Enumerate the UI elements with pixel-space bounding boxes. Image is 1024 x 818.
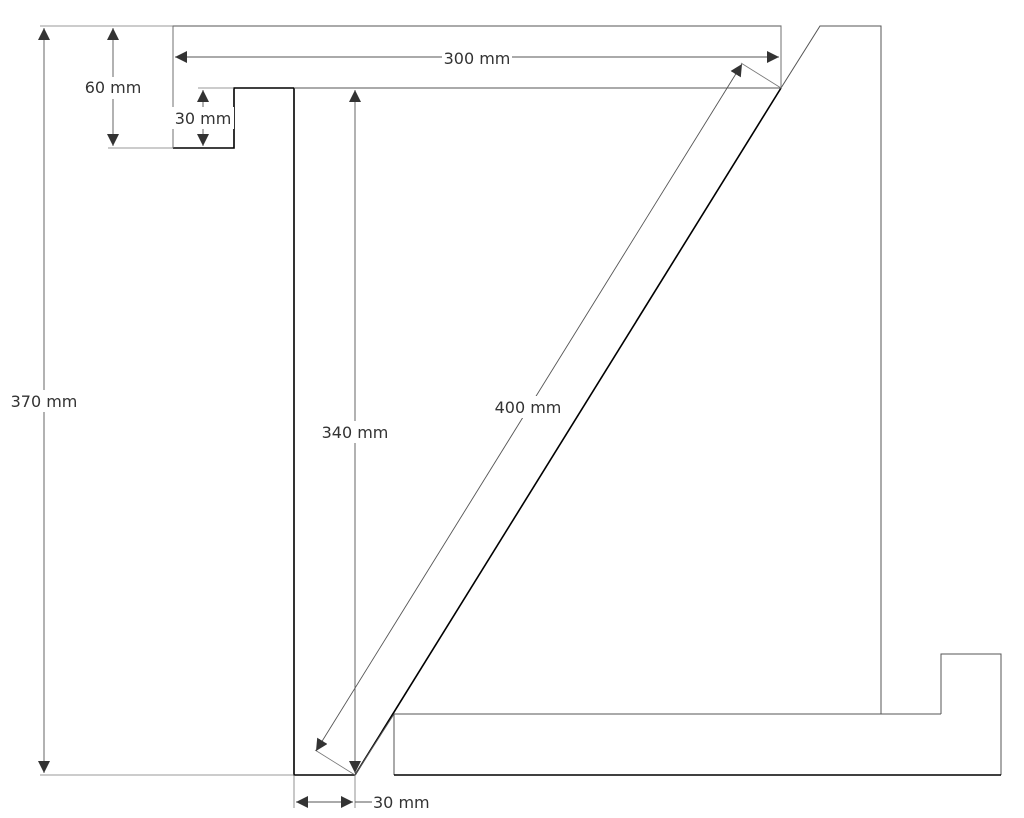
profile-outline — [173, 87, 782, 776]
label-vertical-height: 340 mm — [322, 423, 389, 442]
diagonal-strip-lower — [354, 713, 395, 776]
dimension-lines — [38, 28, 779, 808]
label-diagonal: 400 mm — [495, 398, 562, 417]
extension-lines — [40, 25, 782, 808]
ext-diag-bottom — [314, 749, 356, 776]
dimension-labels: 370 mm 60 mm 30 mm 300 mm 400 mm 340 mm … — [8, 47, 563, 812]
label-bottom-width: 30 mm — [373, 793, 430, 812]
diagonal-strip — [780, 25, 882, 714]
diagonal-edge — [354, 87, 782, 776]
label-top-width: 300 mm — [444, 49, 511, 68]
base-right-lip — [940, 653, 1002, 775]
top-flange-outline — [172, 25, 782, 148]
ext-diag-top — [740, 62, 782, 89]
label-total-height: 370 mm — [11, 392, 78, 411]
label-lip-height: 30 mm — [175, 109, 232, 128]
label-flange-height: 60 mm — [85, 78, 142, 97]
